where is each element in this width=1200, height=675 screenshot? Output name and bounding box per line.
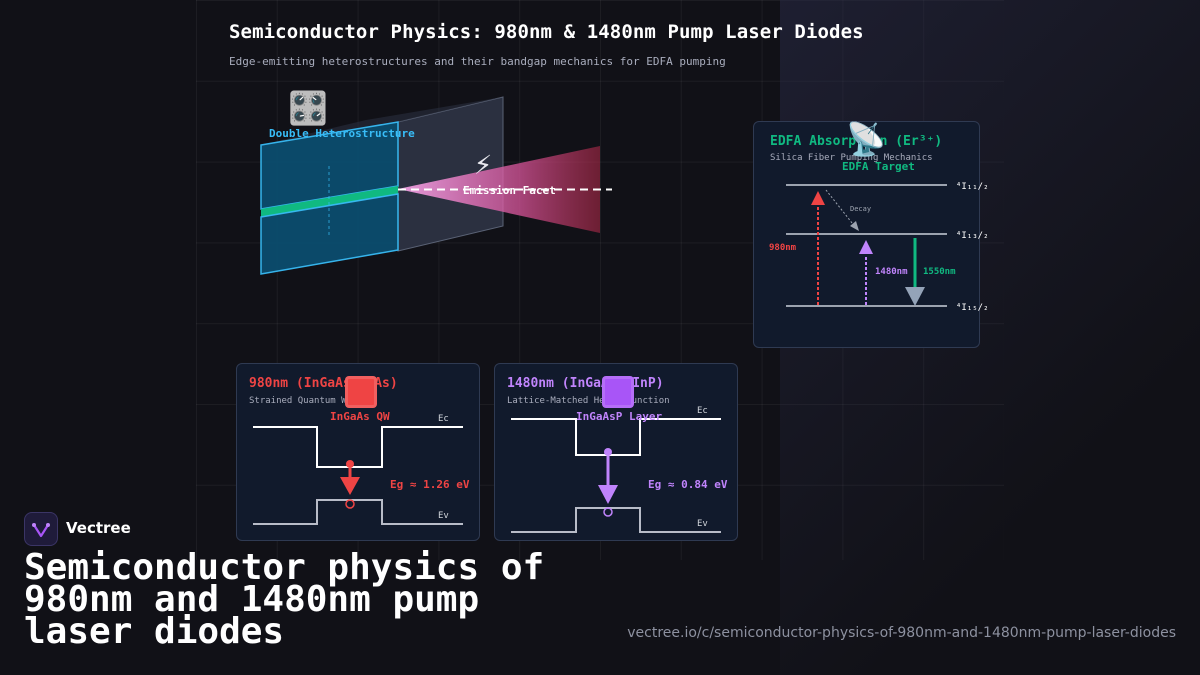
edfa-target-label: EDFA Target	[842, 160, 915, 173]
pump-980-label: 980nm	[769, 243, 797, 253]
level-ground-label: ⁴I₁₅/₂	[956, 303, 989, 313]
hole-980	[345, 499, 355, 509]
transition-arrowhead-980	[340, 477, 360, 495]
ec-label-980: Ec	[438, 414, 449, 424]
emission-1550-arrowhead	[905, 287, 925, 306]
active-layer	[261, 186, 398, 217]
ev-label-1480: Ev	[697, 519, 708, 529]
bandgap-label-1480: Eg ≈ 0.84 eV	[648, 478, 728, 491]
panel-1480-subtitle: Lattice-Matched Heterojunction	[507, 396, 670, 406]
valence-band-980	[253, 499, 463, 525]
lightning-icon: ⚡	[474, 147, 493, 182]
satellite-antenna-icon: 📡	[846, 120, 886, 158]
device-top-face	[261, 97, 503, 145]
control-knobs-icon: 🎛️	[288, 89, 328, 127]
headline: Semiconductor physics of 980nm and 1480n…	[24, 547, 545, 652]
ec-label-1480: Ec	[697, 406, 708, 416]
pump-1480-arrowhead	[859, 240, 873, 254]
edfa-energy-diagram: ⁴I₁₁/₂ ⁴I₁₃/₂ ⁴I₁₅/₂ 980nm Decay 1480nm …	[769, 182, 989, 313]
page-title: Semiconductor Physics: 980nm & 1480nm Pu…	[229, 21, 864, 43]
emission-1550-label: 1550nm	[923, 267, 956, 277]
hole-1480	[603, 507, 613, 517]
bandgap-label-980: Eg ≈ 1.26 eV	[390, 478, 470, 491]
panel-1480-title: 1480nm (InGaAsP/InP)	[507, 376, 664, 391]
level-upper-label: ⁴I₁₁/₂	[956, 182, 989, 192]
valence-band-1480	[511, 507, 721, 533]
pump-980-arrowhead	[811, 191, 825, 205]
decay-arrowhead	[850, 221, 859, 231]
pump-1480-label: 1480nm	[875, 267, 908, 277]
emission-beam	[398, 146, 600, 233]
edfa-panel-title: EDFA Absorption (Er³⁺)	[770, 134, 943, 149]
bandgap-diagram-980: Ec Ev Eg ≈ 1.26 eV	[253, 414, 470, 525]
vectree-logo-icon	[24, 512, 58, 546]
decay-arrow	[825, 189, 857, 229]
conduction-band-1480	[511, 418, 721, 456]
electron-1480	[604, 448, 612, 456]
decay-label: Decay	[850, 205, 871, 213]
layer-label-980: InGaAs QW	[330, 410, 390, 423]
level-meta-label: ⁴I₁₃/₂	[956, 231, 989, 241]
device-label: Double Heterostructure	[269, 127, 415, 140]
emission-facet-label: Emission Facet	[463, 184, 556, 197]
purple-square-icon	[602, 376, 634, 408]
conduction-band-980	[253, 426, 463, 468]
brand-name: Vectree	[66, 519, 131, 537]
panel-980-subtitle: Strained Quantum Well	[249, 396, 363, 406]
edfa-panel-subtitle: Silica Fiber Pumping Mechanics	[770, 153, 933, 163]
laser-diode-illustration	[260, 96, 612, 275]
transition-arrowhead-1480	[598, 485, 618, 504]
page-subtitle: Edge-emitting heterostructures and their…	[229, 55, 726, 68]
page-url[interactable]: vectree.io/c/semiconductor-physics-of-98…	[627, 625, 1176, 641]
bandgap-diagram-1480: Ec Ev Eg ≈ 0.84 eV	[511, 406, 728, 533]
layer-label-1480: InGaAsP Layer	[576, 410, 663, 423]
electron-980	[346, 460, 354, 468]
red-square-icon	[345, 376, 377, 408]
ev-label-980: Ev	[438, 511, 449, 521]
